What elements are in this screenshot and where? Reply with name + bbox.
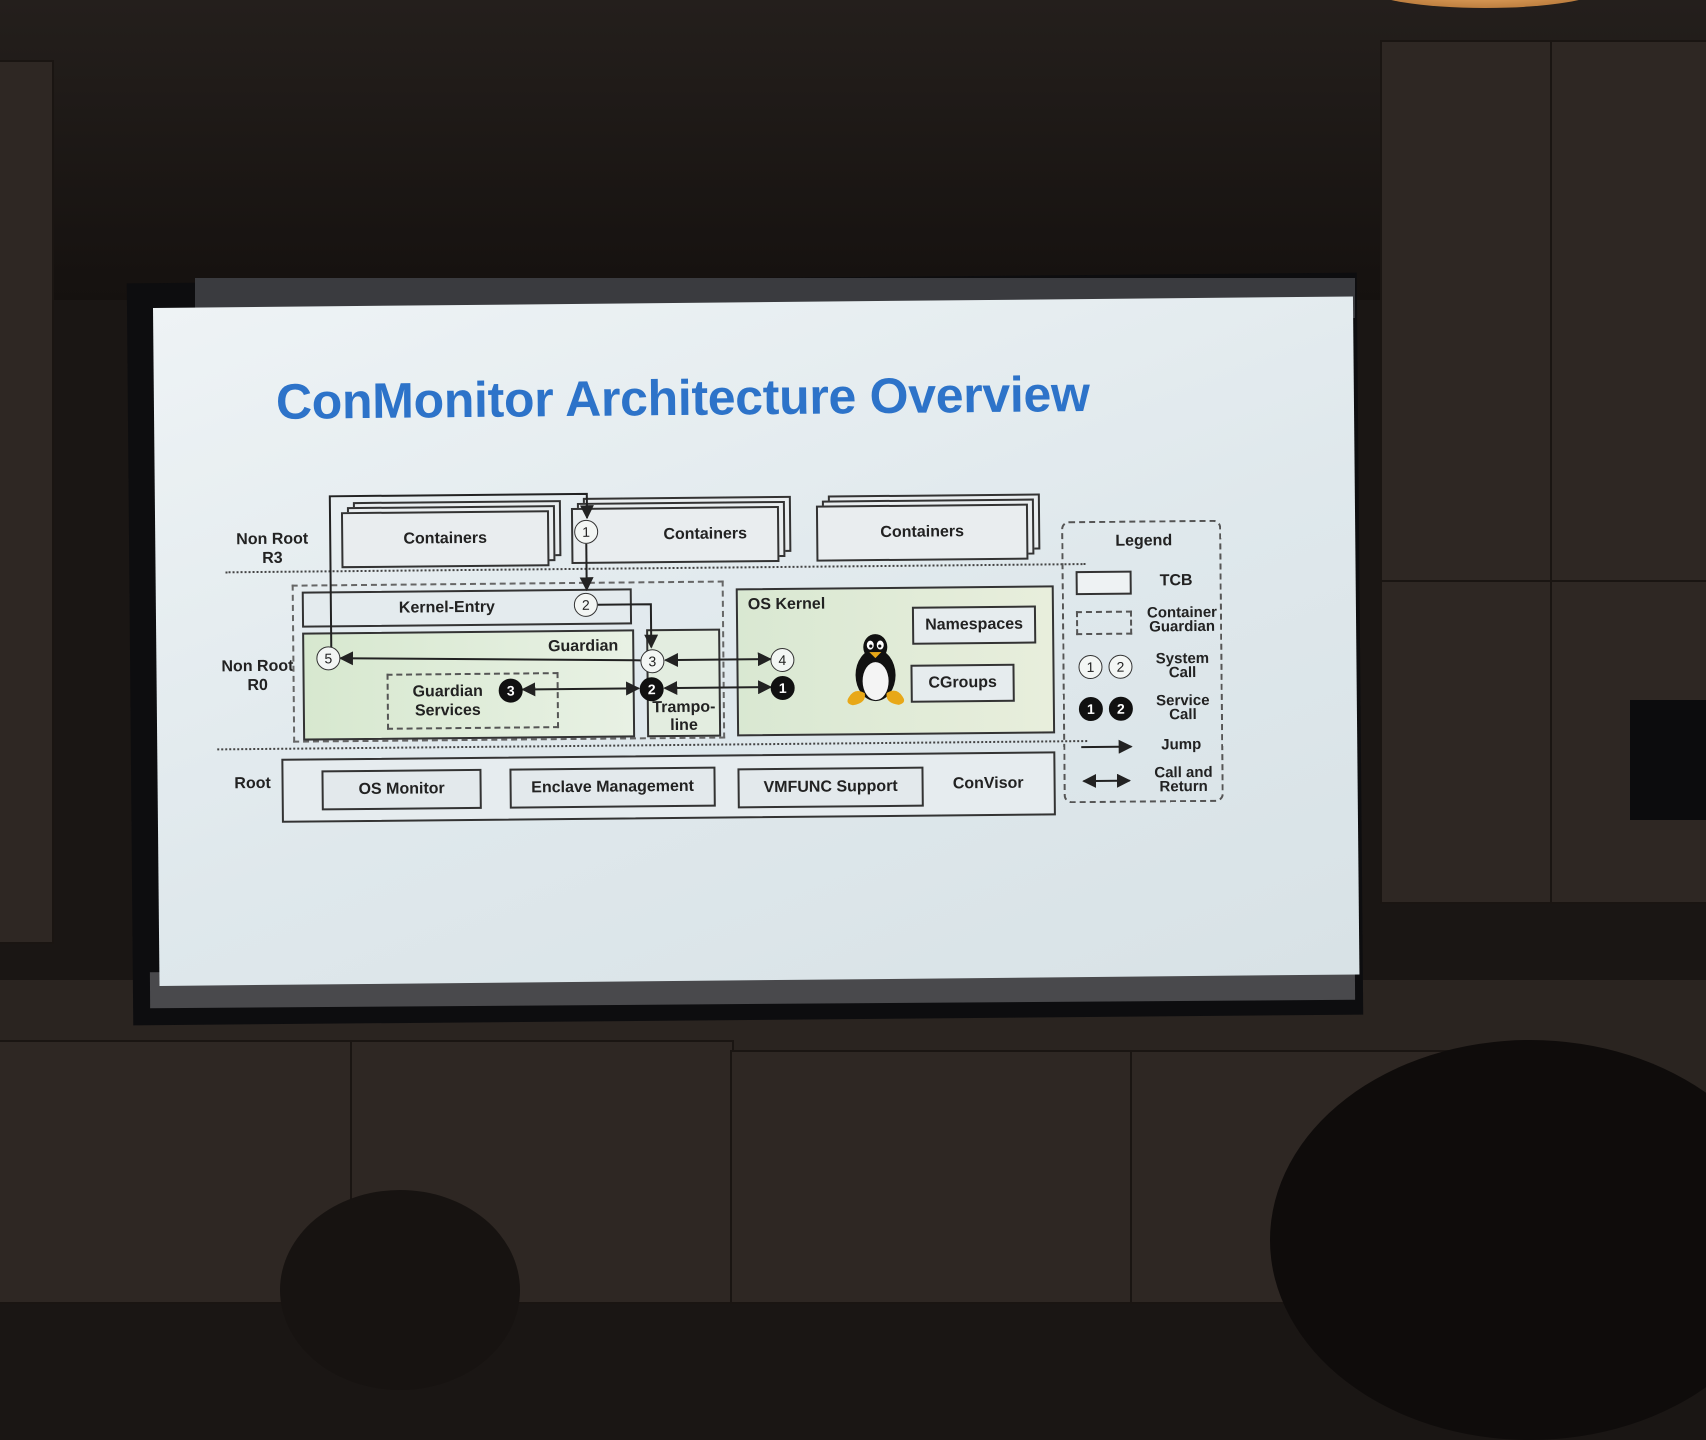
- legend-container-guardian-label: Container Guardian: [1142, 606, 1222, 635]
- legend-system-call-label: System Call: [1142, 652, 1222, 681]
- call-return-arrow-svc-2-1: [665, 687, 771, 688]
- wall-speaker: [1630, 700, 1706, 820]
- legend-service-marker-2: 2: [1109, 697, 1133, 721]
- service-call-marker-2: 2: [640, 677, 664, 701]
- syscall-marker-4: 4: [770, 648, 794, 672]
- call-return-arrow-3-4: [665, 659, 770, 660]
- syscall-marker-5: 5: [316, 646, 340, 670]
- legend-tcb-swatch: [1076, 571, 1132, 596]
- wall-panel: [0, 60, 54, 944]
- legend-box: Legend TCB Container Guardian 1 2 System…: [1061, 520, 1224, 804]
- legend-service-call-label: Service Call: [1143, 694, 1223, 723]
- legend-call-return-label: Call and Return: [1143, 766, 1223, 795]
- jump-arrow-to-syscall-1: [330, 494, 589, 658]
- wall-panel: [1380, 40, 1554, 584]
- audience-head: [280, 1190, 520, 1390]
- syscall-marker-2: 2: [574, 593, 598, 617]
- jump-arrow-to-syscall-5: [340, 655, 640, 663]
- syscall-marker-1: 1: [574, 520, 598, 544]
- wall-panel: [1380, 580, 1554, 904]
- legend-tcb-label: TCB: [1160, 572, 1193, 590]
- service-call-marker-3: 3: [499, 678, 523, 702]
- service-call-marker-1: 1: [771, 676, 795, 700]
- legend-syscall-marker-1: 1: [1078, 655, 1102, 679]
- slide: ConMonitor Architecture Overview Non Roo…: [153, 296, 1359, 985]
- legend-title: Legend: [1115, 532, 1172, 551]
- legend-jump-label: Jump: [1161, 736, 1201, 753]
- legend-container-guardian-swatch: [1076, 611, 1132, 636]
- wall-panel: [730, 1050, 1134, 1304]
- legend-arrow-icons: [1077, 735, 1138, 796]
- syscall-marker-3: 3: [640, 649, 664, 673]
- wall-panel: [1550, 40, 1706, 584]
- legend-service-marker-1: 1: [1079, 697, 1103, 721]
- legend-syscall-marker-2: 2: [1108, 655, 1132, 679]
- jump-arrow-to-syscall-3: [598, 604, 651, 648]
- call-return-arrow-svc-3-2: [523, 688, 639, 689]
